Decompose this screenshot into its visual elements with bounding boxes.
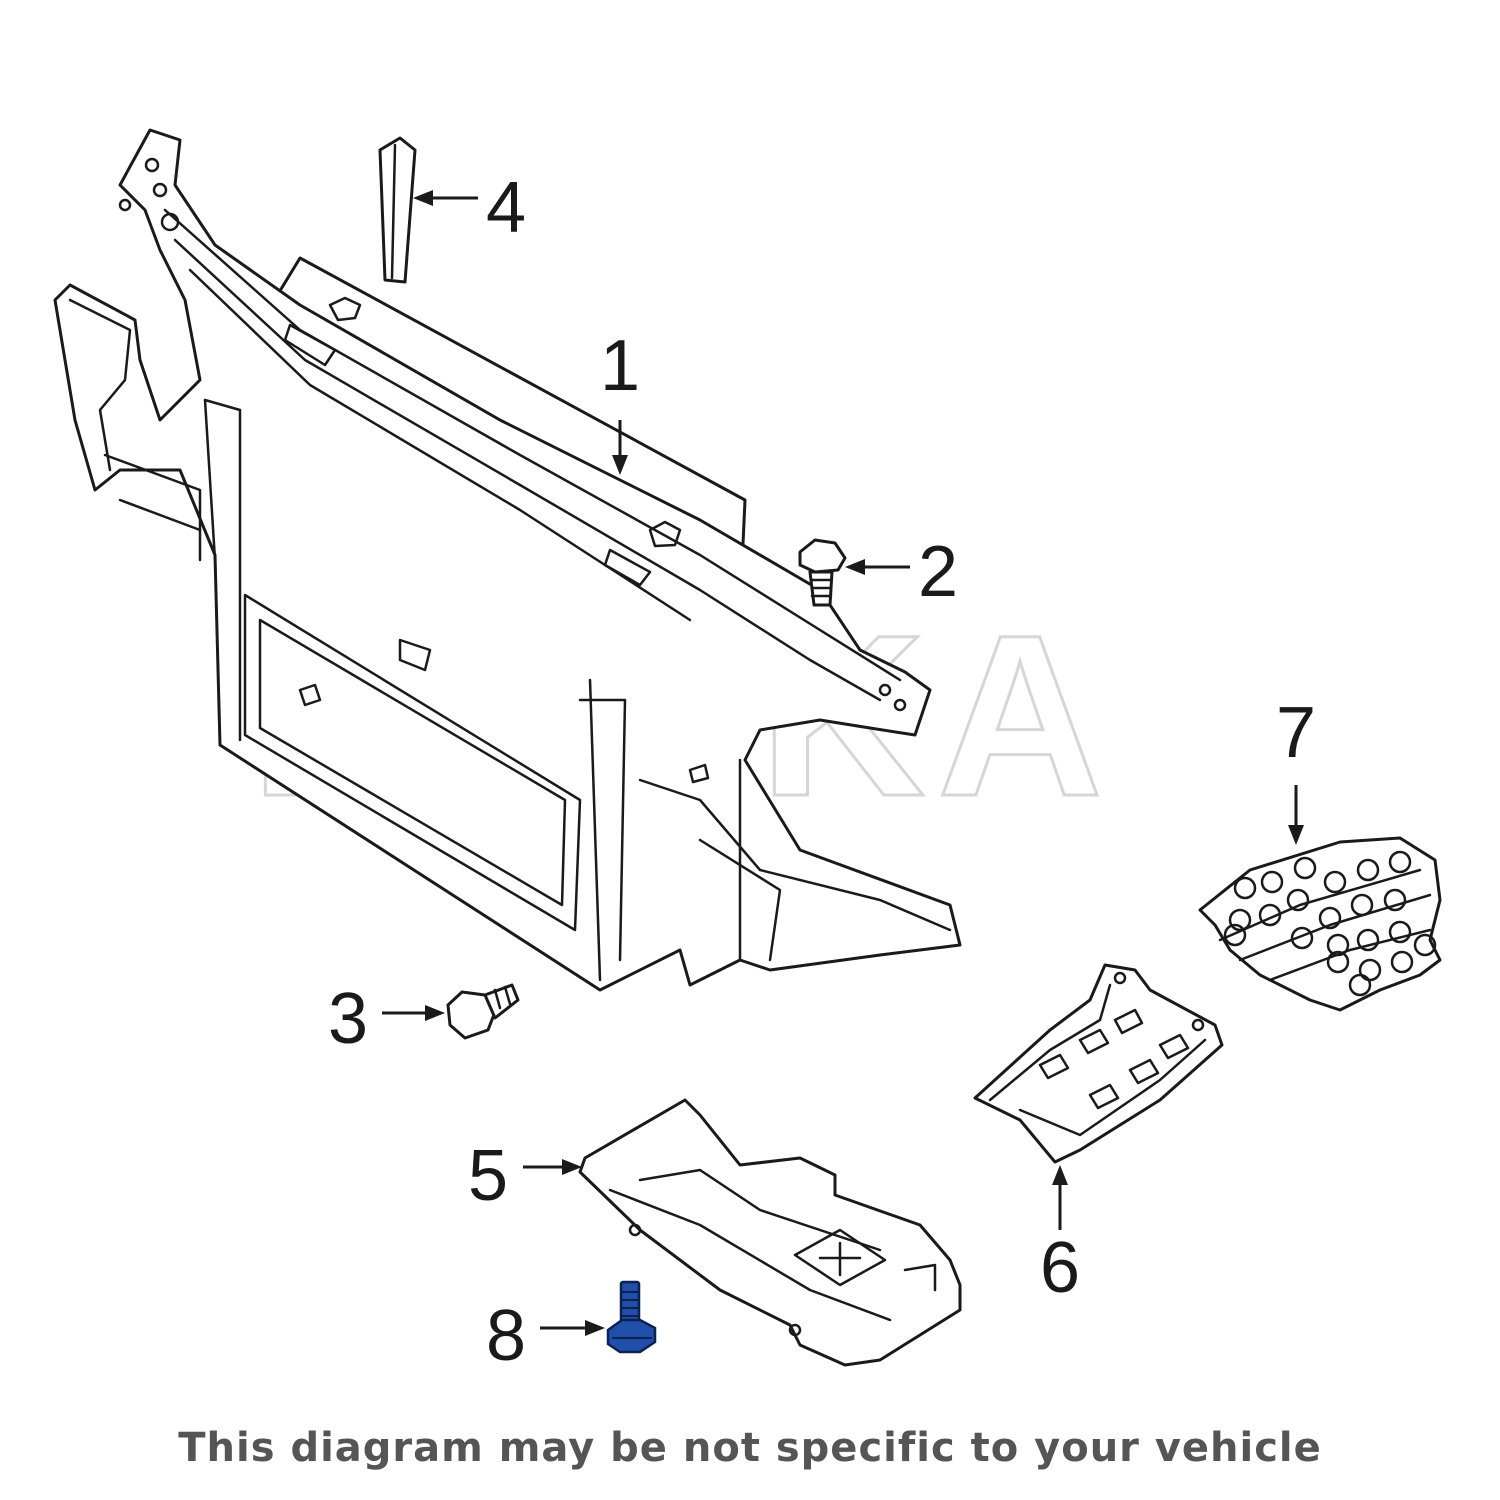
callout-4: 4 — [486, 168, 526, 248]
splash-shield-part-5 — [578, 1098, 962, 1367]
callout-6: 6 — [1040, 1228, 1080, 1308]
seal-strip-part-4 — [378, 136, 417, 284]
callout-7: 7 — [1276, 693, 1316, 773]
callout-3: 3 — [328, 979, 368, 1059]
callout-5: 5 — [468, 1136, 508, 1216]
callout-2: 2 — [918, 532, 958, 612]
callout-1: 1 — [600, 326, 640, 406]
radiator-support-part-1 — [53, 128, 962, 992]
perforated-shield-part-7 — [1198, 836, 1442, 1012]
skid-plate-part-6 — [973, 963, 1224, 1164]
callout-arrows — [382, 190, 1304, 1336]
disclaimer-text: This diagram may be not specific to your… — [178, 1425, 1322, 1471]
callout-8: 8 — [486, 1296, 526, 1376]
bolt-part-8 — [606, 1280, 657, 1354]
bolt-part-2 — [798, 538, 847, 607]
bolt-part-3 — [446, 983, 520, 1040]
shield-holes — [1223, 850, 1437, 997]
